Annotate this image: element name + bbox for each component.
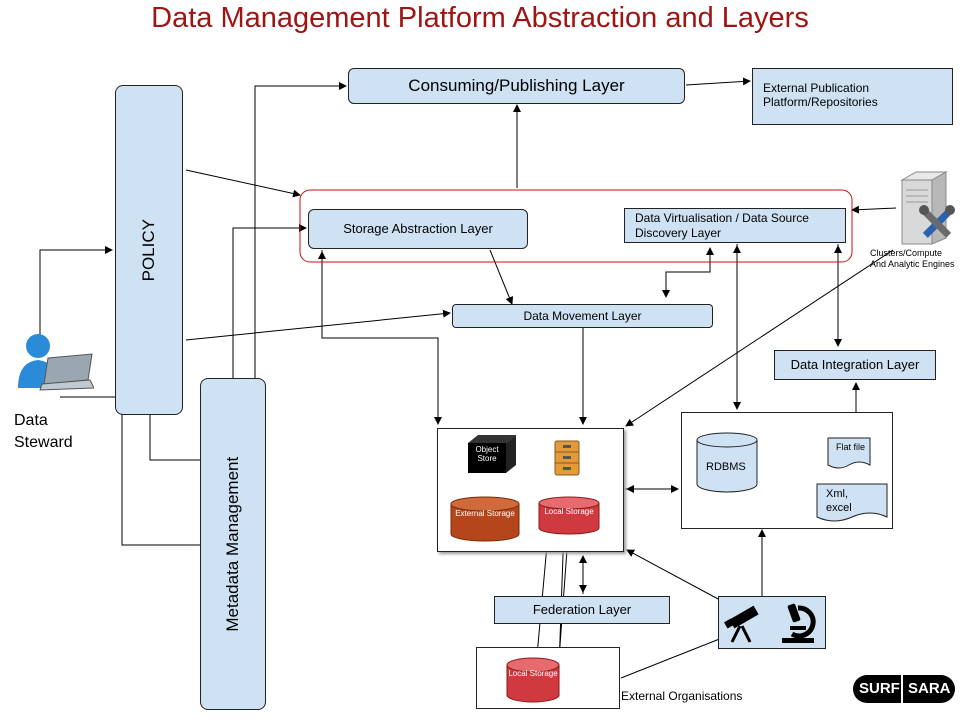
surfsara-logo: SURF SARA <box>853 675 955 703</box>
data-movement-layer: Data Movement Layer <box>452 304 713 328</box>
local-storage-cylinder <box>538 496 600 535</box>
rdbms-label: RDBMS <box>706 461 746 473</box>
local-storage-label: Local Storage <box>544 507 594 516</box>
storage-abstraction-layer: Storage Abstraction Layer <box>308 209 528 249</box>
object-store-label: Object Store <box>475 445 499 463</box>
flat-file-label: Flat file <box>836 442 866 452</box>
bottom-local-storage-cylinder <box>506 657 560 703</box>
xml-excel-doc-icon <box>816 483 888 522</box>
rdbms-cylinder-icon <box>696 432 758 493</box>
external-publication-label: External Publication Platform/Repositori… <box>763 81 878 110</box>
consuming-publishing-layer: Consuming/Publishing Layer <box>348 68 685 104</box>
policy-label: POLICY <box>138 218 158 282</box>
external-publication-box: External Publication Platform/Repositori… <box>752 68 953 125</box>
clusters-label: Clusters/Compute And Analytic Engines <box>870 248 955 270</box>
federation-label: Federation Layer <box>532 602 632 618</box>
federation-layer: Federation Layer <box>494 596 670 624</box>
external-storage-label: External Storage <box>455 509 515 518</box>
microscope-icon <box>782 603 816 643</box>
file-cabinet-icon <box>554 440 580 476</box>
user-laptop-icon <box>18 334 94 391</box>
bottom-local-storage-label: Local Storage <box>508 669 558 678</box>
data-movement-label: Data Movement Layer <box>523 308 642 323</box>
data-steward-label: Data Steward <box>14 412 73 451</box>
data-integration-label: Data Integration Layer <box>790 357 920 373</box>
page-title: Data Management Platform Abstraction and… <box>151 2 809 34</box>
policy-box: POLICY <box>115 85 183 415</box>
external-organisations-label: External Organisations <box>621 689 743 703</box>
external-storage-cylinder <box>450 496 520 542</box>
object-store-cube-icon <box>468 435 516 473</box>
metadata-management-box: Metadata Management <box>200 378 266 710</box>
consuming-label: Consuming/Publishing Layer <box>408 75 625 95</box>
xml-excel-label: Xml, excel <box>826 488 852 514</box>
logo-sara: SARA <box>908 680 951 697</box>
data-virtualisation-label: Data Virtualisation / Data Source Discov… <box>635 211 809 240</box>
server-tools-icon <box>900 171 955 245</box>
logo-surf: SURF <box>859 680 900 697</box>
flat-file-icon <box>827 437 871 469</box>
data-integration-layer: Data Integration Layer <box>774 350 936 380</box>
storage-abstraction-label: Storage Abstraction Layer <box>343 221 493 237</box>
metadata-label: Metadata Management <box>222 456 242 632</box>
data-virtualisation-layer: Data Virtualisation / Data Source Discov… <box>624 208 846 243</box>
telescope-icon <box>724 605 759 643</box>
